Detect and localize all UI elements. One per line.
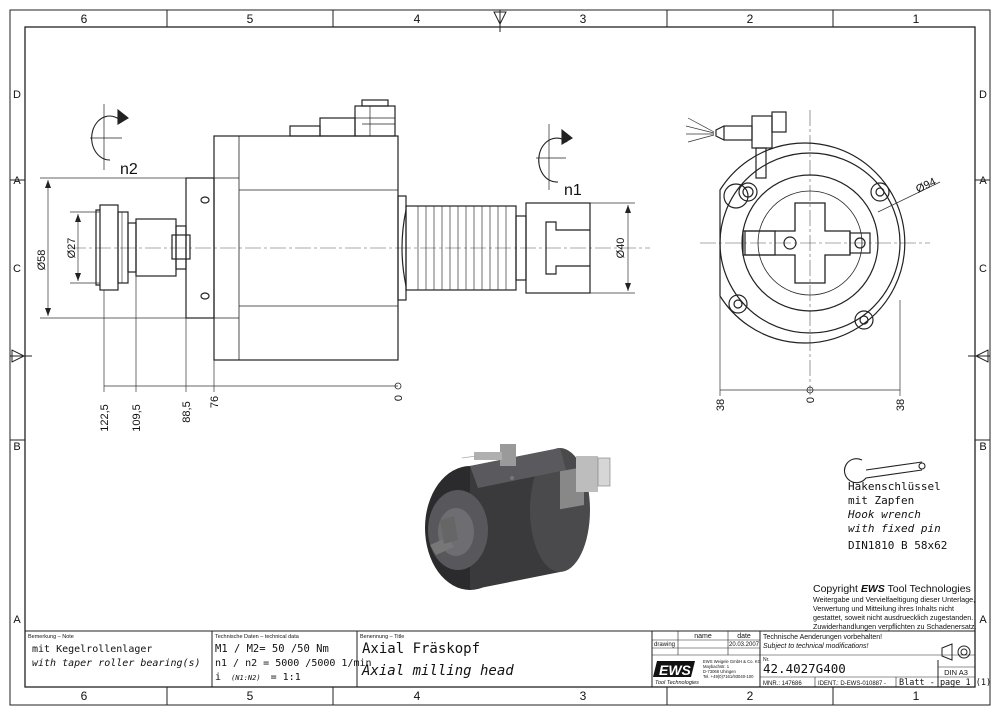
row-label-left: A <box>13 175 21 187</box>
row-label-right: B <box>979 441 986 453</box>
row-label-left: C <box>13 263 21 275</box>
col-date: date <box>737 633 751 640</box>
svg-text:Weitergabe und Vervielfaeltigu: Weitergabe und Vervielfaeltigung dieser … <box>813 595 975 604</box>
row-label-right: A <box>979 175 987 187</box>
svg-text:i (N1:N2) = 1:1: i (N1:N2) = 1:1 <box>215 672 301 683</box>
svg-text:Zuwiderhandlungen verpflichten: Zuwiderhandlungen verpflichten zu Schade… <box>813 622 976 631</box>
side-view-body <box>95 99 591 361</box>
col-label-top: 6 <box>81 12 88 26</box>
row-label-left: D <box>13 89 21 101</box>
col-label-bottom: 3 <box>580 689 587 703</box>
dimension-38-right: 38 <box>895 399 907 411</box>
col-label-top: 5 <box>247 12 254 26</box>
company-logo-sub: Tool Technologies <box>655 680 699 686</box>
tech-ratio-value: = 1:1 <box>271 672 301 683</box>
col-label-top: 2 <box>747 12 754 26</box>
tech-label: Technische Daten – technical data <box>215 634 300 640</box>
sheet-size: DIN A3 <box>944 668 968 677</box>
dimension-dia-27: Ø27 <box>66 238 78 259</box>
svg-text:EWS Weigele GmbH & Co. KG: EWS Weigele GmbH & Co. KG <box>703 659 761 664</box>
remark-de: mit Kegelrollenlager <box>32 644 152 655</box>
dimension-arrows <box>45 180 631 316</box>
hook-wrench-de-2: mit Zapfen <box>848 494 914 507</box>
col-label-top: 3 <box>580 12 587 26</box>
title-en: Axial milling head <box>361 663 514 679</box>
frame-labels: 6 5 4 3 2 1 6 5 4 3 2 1 D A C B A D A C … <box>13 12 987 703</box>
hook-wrench-din: DIN1810 B 58x62 <box>848 539 947 552</box>
dimension-76: 76 <box>209 396 221 408</box>
dimension-122-5: 122,5 <box>99 404 111 432</box>
row-label-right: A <box>979 614 987 626</box>
row-label-right: C <box>979 263 987 275</box>
col-name: name <box>694 633 712 640</box>
sheet-page: Blatt - page 1 (1) <box>899 678 991 688</box>
rotation-arrow-n2 <box>90 104 129 170</box>
col-label-bottom: 2 <box>747 689 754 703</box>
mnr: MNR.: 147686 <box>763 681 802 687</box>
svg-text:Tel. +49(0)7161/93040-100: Tel. +49(0)7161/93040-100 <box>703 674 754 679</box>
side-view: n2 n1 <box>36 99 650 432</box>
dimension-0-front: 0 <box>805 397 817 403</box>
coolant-spray <box>685 117 715 143</box>
hook-wrench-icon <box>844 458 926 484</box>
tech-ratio-note: (N1:N2) <box>231 674 261 682</box>
row-label-left: B <box>13 441 20 453</box>
copyright-notice: Copyright EWS Tool Technologies Weiterga… <box>813 583 976 631</box>
rotation-label-n2: n2 <box>120 161 138 178</box>
dimension-lines <box>40 177 635 392</box>
tech-torque: M1 / M2= 50 /50 Nm <box>215 643 329 655</box>
drawing-date: 20.03.2007 <box>729 642 760 648</box>
col-label-bottom: 6 <box>81 689 88 703</box>
row-drawing: drawing <box>654 642 675 648</box>
col-label-bottom: 4 <box>414 689 421 703</box>
rotation-label-n1: n1 <box>564 182 582 199</box>
title-de: Axial Fräskopf <box>362 641 480 657</box>
dimension-dia-40: Ø40 <box>615 238 627 259</box>
changes-de: Technische Aenderungen vorbehalten! <box>763 634 882 641</box>
ident: IDENT.: D-EWS-010887 - <box>818 681 886 687</box>
dimension-0: 0 <box>393 395 405 401</box>
svg-text:Verwertung und Mitteilung ihre: Verwertung und Mitteilung ihres Inhalts … <box>813 604 954 613</box>
dimension-dia-58: Ø58 <box>36 250 48 271</box>
drawing-frame <box>9 9 991 706</box>
dimension-109-5: 109,5 <box>131 404 143 432</box>
remark-en: with taper roller bearing(s) <box>32 658 201 669</box>
col-label-bottom: 5 <box>247 689 254 703</box>
svg-text:gestattet, soweit nicht ausdru: gestattet, soweit nicht ausdruecklich zu… <box>813 613 973 622</box>
isometric-render <box>425 444 611 590</box>
svg-text:Maybachstr. 1: Maybachstr. 1 <box>703 664 730 669</box>
col-label-bottom: 1 <box>913 689 920 703</box>
tech-speed: n1 / n2 = 5000 /5000 1/min <box>215 658 372 669</box>
hook-wrench-text: Hakenschlüssel mit Zapfen Hook wrench wi… <box>847 480 947 552</box>
title-label: Benennung – Title <box>360 634 404 640</box>
thread-lines <box>417 206 507 290</box>
col-label-top: 4 <box>414 12 421 26</box>
col-label-top: 1 <box>913 12 920 26</box>
title-block: Bemerkung – Note mit Kegelrollenlager wi… <box>25 630 991 688</box>
tech-ratio-symbol: i <box>215 672 221 683</box>
row-label-left: A <box>13 614 21 626</box>
row-label-right: D <box>979 89 987 101</box>
remark-label: Bemerkung – Note <box>28 634 74 640</box>
front-view: Ø94 38 0 38 <box>685 110 941 411</box>
company-logo: EWS <box>659 662 692 678</box>
dimension-88-5: 88,5 <box>181 401 193 422</box>
dimension-38-left: 38 <box>715 399 727 411</box>
part-number: 42.4027G400 <box>763 661 846 676</box>
hook-wrench-en-1: Hook wrench <box>847 508 921 521</box>
svg-text:D-73066 Uhingen: D-73066 Uhingen <box>703 669 736 674</box>
svg-text:Copyright EWS Tool Technologie: Copyright EWS Tool Technologies <box>813 583 971 595</box>
hook-wrench-de-1: Hakenschlüssel <box>848 480 941 493</box>
origin-marker <box>394 382 402 390</box>
nr-label: Nr. <box>763 657 769 663</box>
dimension-dia-94: Ø94 <box>914 176 938 196</box>
hook-wrench-en-2: with fixed pin <box>848 522 941 535</box>
changes-en: Subject to technical modifications! <box>763 643 868 650</box>
rotation-arrow-n1 <box>536 124 573 190</box>
